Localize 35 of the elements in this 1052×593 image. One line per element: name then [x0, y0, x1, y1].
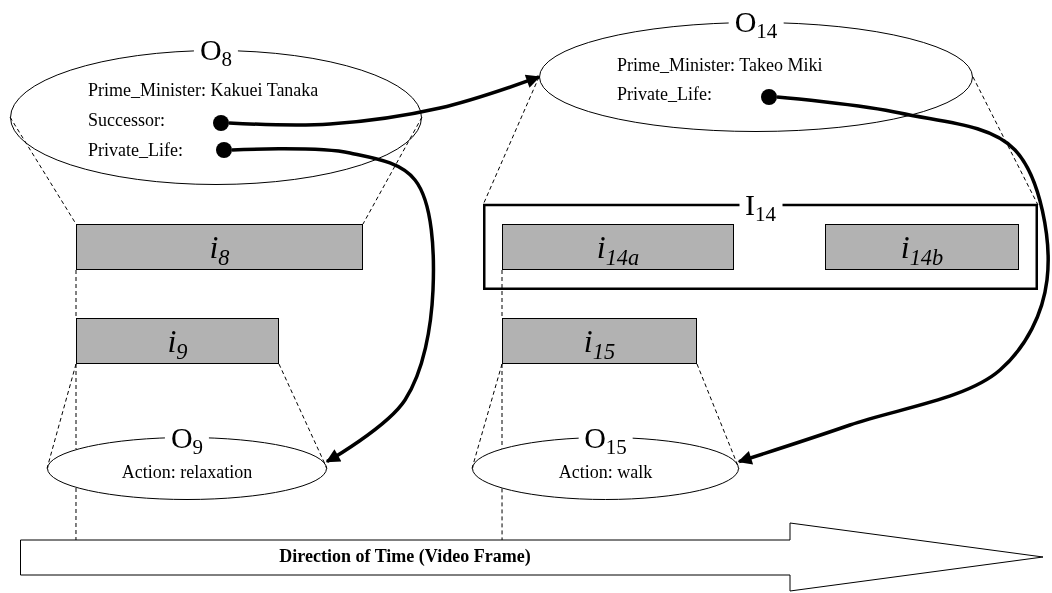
arrow	[228, 74, 541, 127]
projection-line	[696, 363, 740, 469]
bar-label: i$_{14a}$	[595, 228, 641, 272]
time-arrow	[20, 521, 1045, 593]
projection-line	[501, 363, 503, 450]
projection-line	[75, 363, 77, 450]
projection-line	[482, 76, 540, 206]
bar-label: i$_{9}$	[166, 322, 189, 366]
connector-dot	[761, 89, 777, 105]
attribute-text: Prime_Minister: Kakuei Tanaka	[88, 80, 319, 101]
attribute-text: Prime_Minister: Takeo Miki	[617, 55, 823, 76]
attribute-text: Private_Life:	[88, 140, 183, 161]
frame-bar	[502, 318, 697, 364]
projection-line	[501, 487, 503, 541]
frame-bar	[825, 224, 1019, 270]
projection-line	[501, 269, 503, 319]
arrow-label: Direction of Time (Video Frame)	[278, 546, 532, 567]
frame-bar	[502, 224, 734, 270]
arrow	[231, 147, 436, 464]
bar-label: i$_{8}$	[208, 228, 231, 272]
arrow	[737, 95, 1050, 465]
frame-bar	[76, 224, 363, 270]
connector-dot	[213, 115, 229, 131]
bar-label: i$_{15}$	[582, 322, 617, 366]
connector-dot	[216, 142, 232, 158]
projection-line	[972, 76, 1039, 206]
projection-line	[362, 116, 423, 225]
frame-bar	[76, 318, 279, 364]
projection-line	[75, 269, 77, 319]
projection-line	[9, 116, 77, 225]
projection-line	[75, 487, 77, 541]
bar-label: i$_{14b}$	[899, 228, 945, 272]
attribute-text: Successor:	[88, 110, 165, 131]
projection-line	[278, 363, 328, 469]
attribute-text: Private_Life:	[617, 84, 712, 105]
